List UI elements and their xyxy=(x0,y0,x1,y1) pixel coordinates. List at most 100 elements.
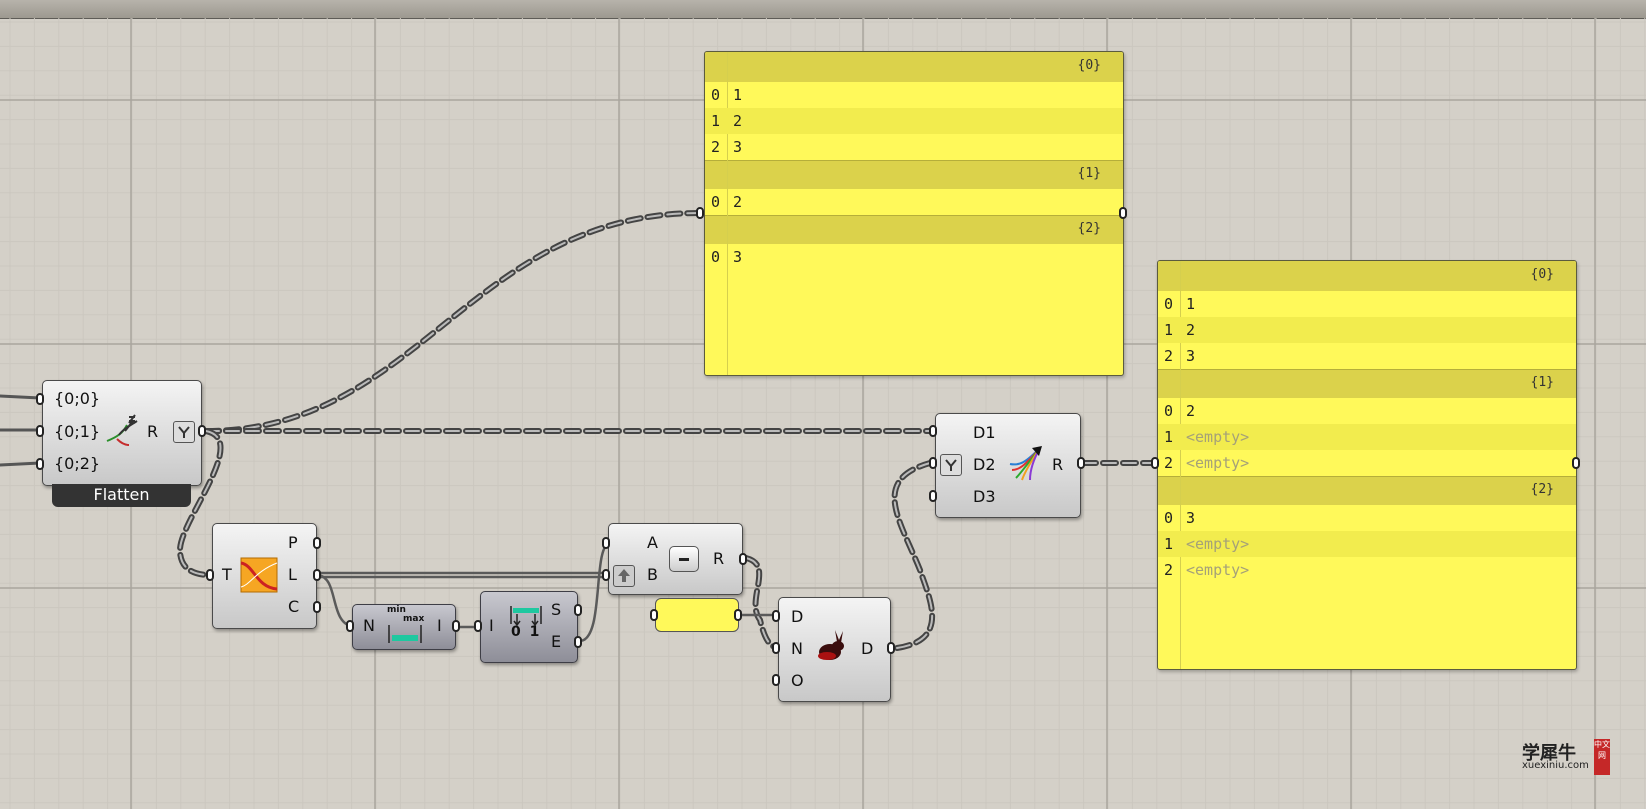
duplicate-input-port[interactable] xyxy=(772,674,780,686)
treestats-output-label: L xyxy=(288,565,297,584)
branch-header: {1} xyxy=(1158,369,1576,398)
deconstruct-output-port[interactable] xyxy=(574,636,582,648)
flatten-tree-icon xyxy=(106,414,138,446)
subtraction-input-port[interactable] xyxy=(602,569,610,581)
subtraction-output-port[interactable] xyxy=(739,553,747,565)
watermark-domain: xuexiniu.com xyxy=(1522,760,1589,771)
entwine-output-label: R xyxy=(1052,455,1064,474)
tree-statistics-icon xyxy=(240,557,278,593)
treestats-output-port[interactable] xyxy=(313,601,321,613)
item-index: 0 xyxy=(1164,509,1174,527)
item-value: 2 xyxy=(733,193,743,211)
flatten-component[interactable]: {0;0} {0;1} {0;2} R xyxy=(42,380,202,486)
treestats-output-label: P xyxy=(288,533,298,552)
panel-right-output-port[interactable] xyxy=(1572,457,1580,469)
item-value: 2 xyxy=(733,112,743,130)
panel-index-divider xyxy=(727,52,728,375)
deconstruct-output-label: S xyxy=(551,600,562,619)
item-index: 0 xyxy=(1164,295,1174,313)
flatten-output-label: R xyxy=(147,422,159,441)
slider-input-port[interactable] xyxy=(650,609,658,621)
flatten-input-port[interactable] xyxy=(36,393,44,405)
deconstruct-icon-digits: 0 1 xyxy=(511,624,542,640)
entwine-input-label: D3 xyxy=(973,487,996,506)
duplicate-input-label: N xyxy=(791,639,803,658)
treestats-output-port[interactable] xyxy=(313,537,321,549)
item-index: 0 xyxy=(711,86,721,104)
deconstruct-input-port[interactable] xyxy=(474,620,482,632)
bounds-input-port[interactable] xyxy=(346,620,354,632)
list-item: 1<empty> xyxy=(1158,424,1576,450)
duplicate-input-port[interactable] xyxy=(772,642,780,654)
subtraction-output-label: R xyxy=(713,549,725,568)
branch-header: {2} xyxy=(1158,476,1576,505)
flatten-output-port[interactable] xyxy=(198,425,206,437)
duplicate-data-component[interactable]: D N O D xyxy=(778,597,891,702)
item-value: 1 xyxy=(1186,295,1196,313)
duplicate-input-label: D xyxy=(791,607,804,626)
item-index: 2 xyxy=(711,138,721,156)
treestats-output-port[interactable] xyxy=(313,569,321,581)
item-index: 1 xyxy=(1164,535,1174,553)
rabbit-duplicate-icon xyxy=(818,630,844,660)
duplicate-output-port[interactable] xyxy=(887,642,895,654)
item-value: 3 xyxy=(733,138,743,156)
entwine-input-port[interactable] xyxy=(929,425,937,437)
flatten-input-port[interactable] xyxy=(36,458,44,470)
item-index: 2 xyxy=(1164,347,1174,365)
deconstruct-output-label: E xyxy=(551,632,562,651)
deconstruct-domain-icon: 0 1 xyxy=(505,604,547,644)
bounds-output-port[interactable] xyxy=(452,620,460,632)
subtraction-component[interactable]: A B R xyxy=(608,523,743,595)
bounds-component[interactable]: N min max I xyxy=(352,604,456,650)
item-value: <empty> xyxy=(1186,428,1250,446)
entwine-input-port[interactable] xyxy=(929,490,937,502)
branch-header: {0} xyxy=(705,52,1123,82)
canvas-top-bar xyxy=(0,0,1646,19)
watermark-chinese: 学犀牛 xyxy=(1522,743,1576,764)
entwine-component[interactable]: D1 D2 D3 R xyxy=(935,413,1081,518)
slider-output-port[interactable] xyxy=(734,609,742,621)
flip-input-icon[interactable] xyxy=(613,565,635,587)
graft-filter-icon[interactable] xyxy=(173,421,195,443)
item-value: 2 xyxy=(1186,321,1196,339)
bounds-output-label: I xyxy=(437,616,442,635)
deconstruct-output-port[interactable] xyxy=(574,604,582,616)
list-item: 2<empty> xyxy=(1158,450,1576,476)
item-value: 3 xyxy=(1186,509,1196,527)
branch-header: {2} xyxy=(705,215,1123,244)
subtraction-input-port[interactable] xyxy=(602,537,610,549)
treestats-input-port[interactable] xyxy=(206,569,214,581)
panel-index-divider xyxy=(1180,261,1181,669)
panel-top-output-port[interactable] xyxy=(1119,207,1127,219)
panel-right-input-port[interactable] xyxy=(1151,457,1159,469)
graft-filter-icon[interactable] xyxy=(940,454,962,476)
flatten-input-port[interactable] xyxy=(36,425,44,437)
entwine-input-port[interactable] xyxy=(929,457,937,469)
bounds-input-label: N xyxy=(363,616,375,635)
deconstruct-input-label: I xyxy=(489,616,494,635)
duplicate-input-port[interactable] xyxy=(772,610,780,622)
list-item: 2<empty> xyxy=(1158,557,1576,583)
minus-icon xyxy=(669,546,699,572)
entwine-output-port[interactable] xyxy=(1077,457,1085,469)
subtraction-input-label: B xyxy=(647,565,658,584)
item-value: 3 xyxy=(1186,347,1196,365)
number-slider[interactable] xyxy=(655,598,739,632)
watermark-logo: 学犀牛 xuexiniu.com 中文网 xyxy=(1518,736,1613,776)
panel-top-input-port[interactable] xyxy=(696,207,704,219)
tree-statistics-component[interactable]: T P L C xyxy=(212,523,317,629)
flatten-input-label: {0;2} xyxy=(54,454,101,473)
deconstruct-domain-component[interactable]: I 0 1 S E xyxy=(480,591,578,663)
treestats-input-label: T xyxy=(222,565,232,584)
